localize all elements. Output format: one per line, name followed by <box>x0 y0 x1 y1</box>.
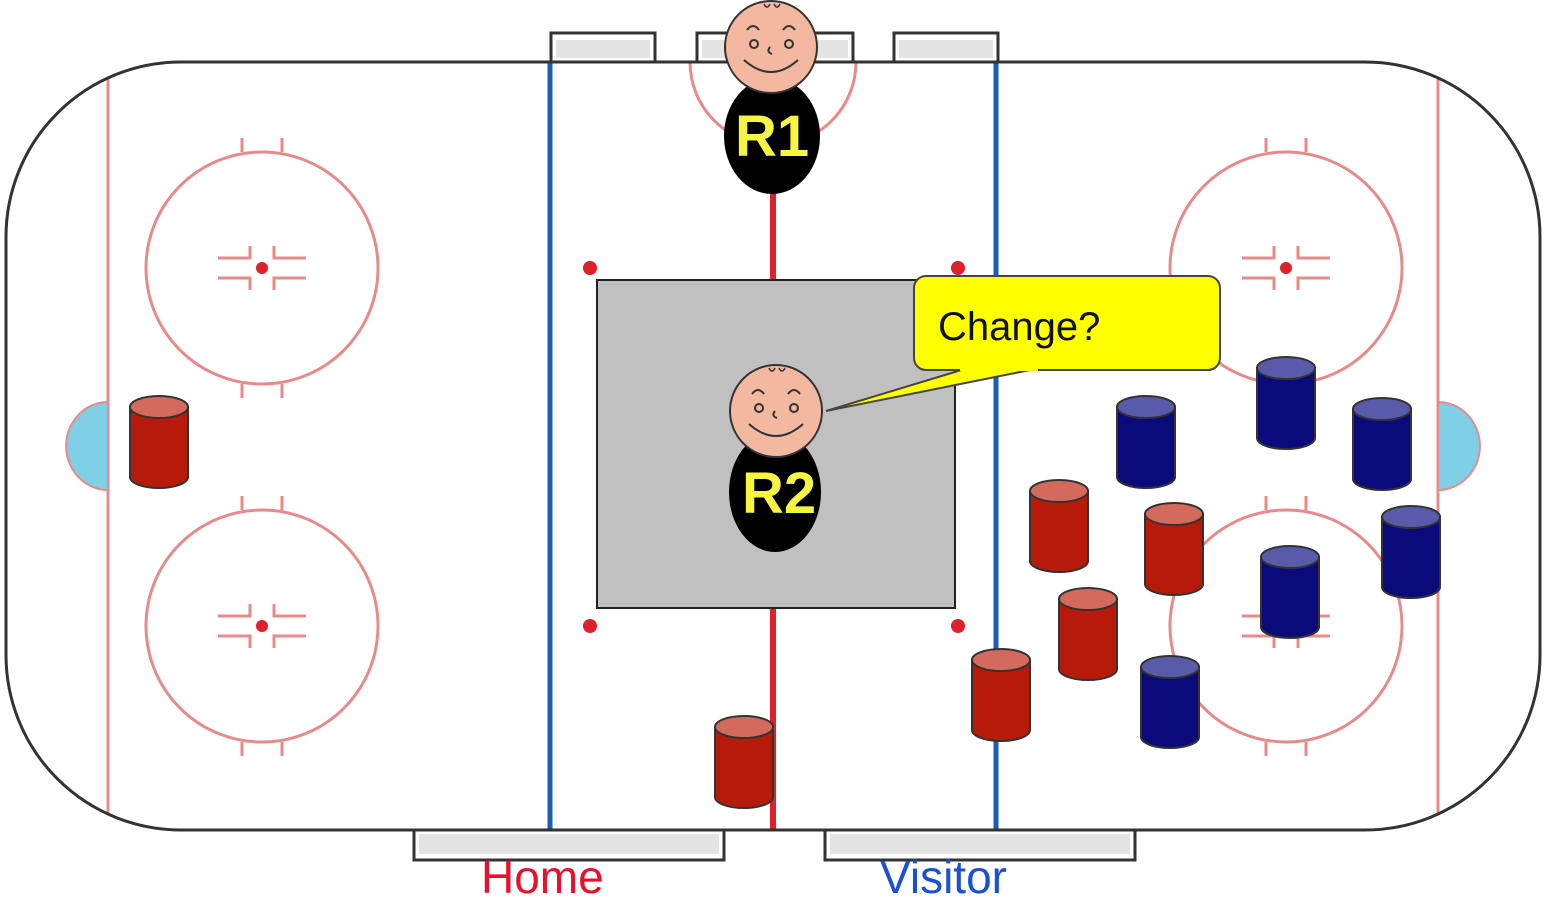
visitor-bench-label: Visitor <box>880 851 1007 898</box>
left-goal-crease <box>65 400 109 492</box>
visitor-player-cylinder-icon <box>1381 505 1441 599</box>
visitor-player-cylinder-icon <box>1256 356 1316 450</box>
faceoff-circle <box>144 496 380 756</box>
home-player-cylinder-icon <box>1144 502 1204 596</box>
referee-1-label: R1 <box>735 104 809 169</box>
home-player-cylinder-icon <box>129 395 189 489</box>
referee-face-icon <box>729 364 823 458</box>
referee-2: R2 <box>729 364 823 552</box>
referee-2-label: R2 <box>742 461 816 526</box>
home-bench-label: Home <box>481 851 604 898</box>
referee-face-icon <box>724 0 818 94</box>
referee-1: R1 <box>724 0 820 194</box>
home-player-cylinder-icon <box>714 715 774 809</box>
speech-bubble-icon: Change? <box>825 275 1221 412</box>
home-player-cylinder-icon <box>971 648 1031 742</box>
visitor-player-cylinder-icon <box>1260 545 1320 639</box>
faceoff-circle <box>144 138 380 398</box>
visitor-player-cylinder-icon <box>1140 655 1200 749</box>
home-player-cylinder-icon <box>1058 587 1118 681</box>
home-player-cylinder-icon <box>1029 479 1089 573</box>
right-goal-crease <box>1437 400 1481 492</box>
visitor-player-cylinder-icon <box>1352 397 1412 491</box>
speech-bubble-text: Change? <box>938 305 1100 349</box>
visitor-player-cylinder-icon <box>1116 395 1176 489</box>
players-layer <box>129 356 1441 809</box>
